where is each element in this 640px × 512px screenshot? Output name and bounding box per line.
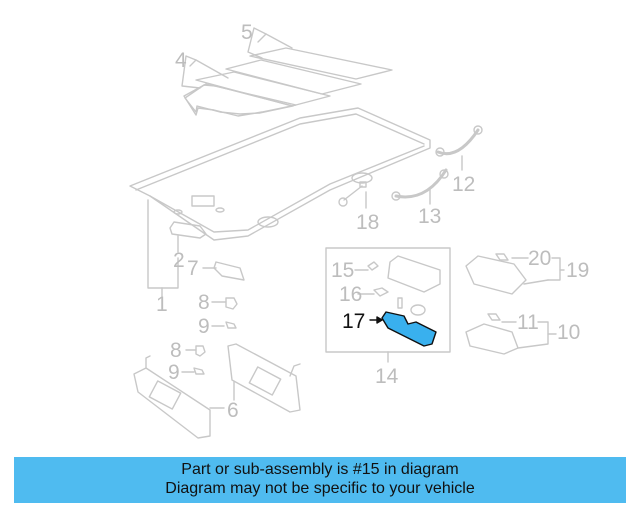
- callout-9-lower[interactable]: 9: [168, 361, 180, 384]
- callout-16[interactable]: 15: [331, 259, 355, 282]
- callout-9-upper[interactable]: 9: [198, 315, 210, 338]
- callout-2[interactable]: 2: [173, 249, 185, 272]
- callout-4[interactable]: 4: [175, 49, 187, 72]
- callout-8-lower[interactable]: 8: [170, 339, 182, 362]
- callout-13[interactable]: 13: [418, 205, 442, 228]
- callout-19[interactable]: 19: [566, 259, 590, 282]
- callout-14[interactable]: 14: [375, 365, 399, 388]
- sun-visor-right: [227, 343, 301, 413]
- callout-11[interactable]: 11: [517, 311, 539, 334]
- callout-17[interactable]: 16: [339, 283, 363, 306]
- callout-10[interactable]: 10: [557, 321, 581, 344]
- callout-18[interactable]: 18: [356, 211, 380, 234]
- callout-5[interactable]: 5: [241, 21, 253, 44]
- callout-8-upper[interactable]: 8: [198, 291, 210, 314]
- parts-diagram: 5 4 2 7 1 8 9 8 9 6 12 13 18 15 16 17 14…: [129, 21, 590, 439]
- panel-5-group: [225, 47, 393, 95]
- sun-visor-left: [133, 355, 211, 439]
- headliner: [129, 107, 431, 241]
- banner-line-part: Part or sub-assembly is #15 in diagram: [181, 461, 459, 478]
- info-banner: Part or sub-assembly is #15 in diagram D…: [14, 457, 626, 503]
- callout-7[interactable]: 7: [187, 257, 199, 280]
- callout-20[interactable]: 20: [528, 247, 552, 270]
- callout-1[interactable]: 1: [156, 293, 168, 316]
- part-15-highlight: [369, 311, 437, 347]
- diagram-lineart: [129, 27, 565, 439]
- banner-line-disclaimer: Diagram may not be specific to your vehi…: [165, 480, 475, 497]
- callout-12[interactable]: 12: [452, 173, 476, 196]
- callout-15[interactable]: 17: [342, 310, 366, 333]
- callout-6[interactable]: 6: [227, 399, 239, 422]
- panel-4-group: [183, 71, 331, 117]
